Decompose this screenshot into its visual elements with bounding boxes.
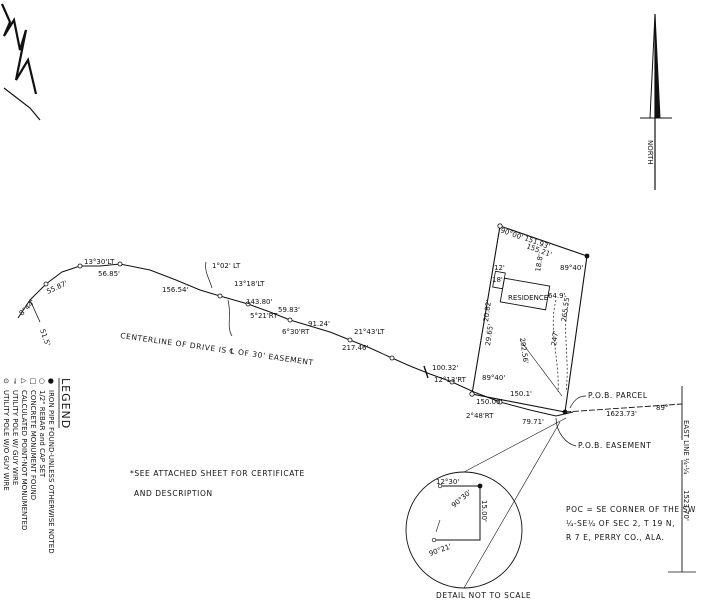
detail-label: DETAIL NOT TO SCALE bbox=[436, 591, 531, 600]
pob-parcel-label: P.O.B. PARCEL bbox=[588, 391, 648, 400]
call-143-80: 143.80' bbox=[246, 298, 272, 306]
call-217-46: 217.46' bbox=[342, 344, 368, 352]
call-13-30-lt: 13°30'LT bbox=[84, 258, 115, 266]
legend-item-pole-guy: ⊸ UTILITY POLE W/ GUY WIRE bbox=[11, 378, 19, 485]
legend-text: CALCULATED POINT-NOT MONUMENTED bbox=[20, 390, 28, 530]
call-13-18-lt: 13°18'LT bbox=[234, 280, 265, 288]
see-note-line-1: *SEE ATTACHED SHEET FOR CERTIFICATE bbox=[130, 469, 305, 478]
detail-circle: 12°30' 90°30' 15.00' 90°21' DETAIL NOT T… bbox=[405, 417, 567, 600]
legend-symbol: □ bbox=[29, 378, 37, 385]
call-1-02-lt: 1°02' LT bbox=[212, 262, 241, 270]
pob-parcel: P.O.B. PARCEL 1623.73' bbox=[564, 391, 683, 418]
poc-note: POC = SE CORNER OF THE SW ¼-SE¼ OF SEC 2… bbox=[566, 505, 696, 542]
call-12-13-rt: 12°13'RT bbox=[434, 376, 467, 384]
legend-symbol: ● bbox=[47, 378, 55, 384]
pob-parcel-distance: 1623.73' bbox=[606, 410, 637, 418]
pob-easement: P.O.B. EASEMENT bbox=[555, 417, 651, 450]
parcel-call-64-9: 64.9' bbox=[548, 292, 566, 300]
section-line: 89° EAST LINE ¼-¼ 1523.70' bbox=[656, 386, 696, 573]
legend-item-concrete-monument: □ CONCRETE MONUMENT FOUND bbox=[29, 378, 37, 500]
parcel-call-292-56: 292.56' bbox=[518, 337, 530, 364]
legend-title: LEGEND bbox=[59, 378, 72, 429]
parcel-call-150-1: 150.1' bbox=[510, 390, 532, 398]
see-attached-note: *SEE ATTACHED SHEET FOR CERTIFICATE AND … bbox=[130, 469, 305, 498]
parcel-boundary: RESIDENCE 12' 18' 151.93' 155.21' 89°40'… bbox=[469, 223, 590, 415]
parcel-call-20-82: 20.82' bbox=[482, 299, 493, 322]
poc-line-2: ¼-SE¼ OF SEC 2, T 19 N, bbox=[566, 519, 675, 528]
call-51-5: 51.5' bbox=[38, 328, 52, 347]
poc-line-1: POC = SE CORNER OF THE SW bbox=[566, 505, 696, 514]
legend-text: CONCRETE MONUMENT FOUND bbox=[29, 390, 37, 500]
legend-symbol: ○ bbox=[38, 378, 46, 384]
parcel-call-18-8: 18.8' bbox=[534, 254, 545, 273]
call-59-83: 59.83' bbox=[278, 306, 300, 314]
poc-line-3: R 7 E, PERRY CO., ALA. bbox=[566, 533, 664, 542]
parcel-call-265-55: 265.55' bbox=[560, 295, 572, 322]
call-150-00: 150.00' bbox=[476, 398, 502, 406]
centerline-label: CENTERLINE OF DRIVE IS ℄ OF 30' EASEMENT bbox=[120, 331, 315, 367]
detail-call-12-30: 12°30' bbox=[436, 478, 459, 486]
north-label: NORTH bbox=[646, 140, 654, 165]
parcel-call-247: 247' bbox=[550, 330, 560, 346]
see-note-line-2: AND DESCRIPTION bbox=[134, 489, 213, 498]
parcel-call-89-40b: 89°40' bbox=[482, 374, 505, 382]
call-91-24: 91.24' bbox=[308, 320, 330, 328]
parcel-call-29-65: 29.65' bbox=[484, 323, 495, 346]
detail-call-90-21: 90°21' bbox=[428, 542, 453, 557]
legend-symbol: △ bbox=[20, 378, 28, 384]
pob-easement-label: P.O.B. EASEMENT bbox=[578, 441, 651, 450]
section-line-label: EAST LINE ¼-¼ bbox=[682, 420, 690, 474]
legend-symbol: ⊙ bbox=[2, 378, 10, 384]
call-5-21-rt: 5°21'RT bbox=[250, 312, 278, 320]
parcel-call-89-40: 89°40' bbox=[560, 264, 583, 272]
legend-text: UTILITY POLE W/O GUY WIRE bbox=[2, 390, 10, 491]
legend-text: UTILITY POLE W/ GUY WIRE bbox=[11, 390, 19, 485]
call-79-71: 79.71' bbox=[522, 418, 544, 426]
call-56-85: 56.85' bbox=[98, 270, 120, 278]
call-100-32: 100.32' bbox=[432, 364, 458, 372]
legend-item-rebar: ○ 1/2" REBAR and CAP SET bbox=[38, 378, 46, 478]
detail-call-90-30: 90°30' bbox=[450, 488, 473, 509]
parcel-call-90-00: 90°00' bbox=[499, 226, 524, 241]
legend-item-iron-pipe: ● IRON PIPE FOUND-UNLESS OTHERWISE NOTED bbox=[47, 378, 55, 554]
call-2-48-rt: 2°48'RT bbox=[466, 412, 494, 420]
section-line-distance: 1523.70' bbox=[682, 490, 690, 521]
call-21-43-lt: 21°43'LT bbox=[354, 328, 385, 336]
legend-symbol: ⊸ bbox=[11, 378, 19, 384]
legend-item-pole-no-guy: ⊙ UTILITY POLE W/O GUY WIRE bbox=[2, 378, 10, 491]
section-ang: 89° bbox=[656, 404, 668, 412]
residence-label: RESIDENCE bbox=[508, 294, 548, 302]
legend-item-calculated-point: △ CALCULATED POINT-NOT MONUMENTED bbox=[20, 378, 28, 530]
detail-call-15-00: 15.00' bbox=[480, 500, 488, 522]
building-dim-12: 12' bbox=[494, 264, 505, 272]
call-156-54: 156.54' bbox=[162, 286, 188, 294]
surveyor-signature bbox=[0, 3, 41, 121]
building-dim-18: 18' bbox=[492, 276, 503, 284]
north-arrow: NORTH bbox=[640, 13, 672, 190]
call-6-30-rt: 6°30'RT bbox=[282, 328, 310, 336]
residence-building bbox=[499, 277, 551, 311]
legend: LEGEND ● IRON PIPE FOUND-UNLESS OTHERWIS… bbox=[2, 378, 72, 554]
legend-text: IRON PIPE FOUND-UNLESS OTHERWISE NOTED bbox=[47, 390, 55, 554]
legend-text: 1/2" REBAR and CAP SET bbox=[38, 390, 46, 478]
